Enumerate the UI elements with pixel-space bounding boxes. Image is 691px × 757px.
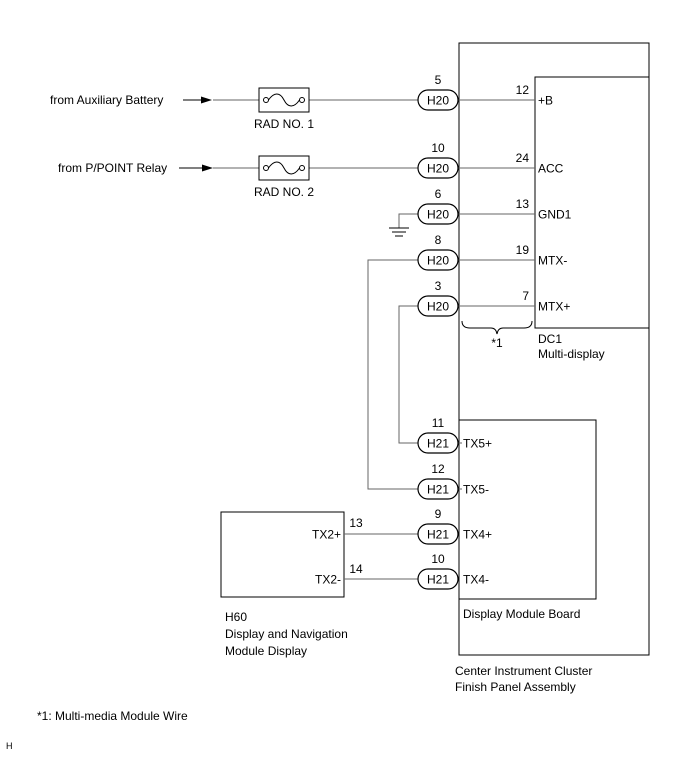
pin-number: 12 (516, 83, 530, 97)
connector-h20-pin8 (417, 249, 459, 271)
connector-h21-pin9 (417, 523, 459, 545)
fuse-rad2-label: RAD NO. 2 (254, 185, 314, 199)
pin-number: 10 (431, 552, 445, 566)
h21-label: H21 (427, 437, 449, 451)
h20-label: H20 (427, 254, 449, 268)
brace-label: *1 (491, 336, 503, 350)
h21-label: H21 (427, 483, 449, 497)
pin-number: 14 (349, 562, 363, 576)
pin-number: 19 (516, 243, 530, 257)
pin-number: 12 (431, 462, 445, 476)
h60-terminal-tx2m: TX2- (315, 573, 341, 587)
pin-number: 10 (431, 141, 445, 155)
connector-h21-pin10 (417, 568, 459, 590)
h20-label: H20 (427, 94, 449, 108)
multimedia-wire-brace (461, 320, 533, 335)
dc1-terminal-mtx-plus: MTX+ (538, 300, 570, 314)
source-aux-battery: from Auxiliary Battery (50, 93, 163, 107)
footnote: *1: Multi-media Module Wire (37, 709, 188, 723)
h60-name-line1: Display and Navigation (225, 627, 348, 641)
connector-h20-pin6 (417, 203, 459, 225)
h21-label: H21 (427, 528, 449, 542)
pin-number: 5 (435, 73, 442, 87)
pin-number: 3 (435, 279, 442, 293)
display-module-board-name: Display Module Board (463, 607, 580, 621)
pin-number: 8 (435, 233, 442, 247)
fuse-rad2-icon (258, 155, 310, 181)
pin-number: 24 (516, 151, 530, 165)
dc1-terminal-gnd1: GND1 (538, 208, 572, 222)
connector-h21-pin12 (417, 478, 459, 500)
display-module-board-box (458, 419, 597, 600)
ppoint-arrow-head (202, 164, 213, 172)
connector-h20-pin3 (417, 295, 459, 317)
dc1-terminal-acc: ACC (538, 162, 564, 176)
dc1-terminal-mtx-minus: MTX- (538, 254, 567, 268)
board-terminal-tx5p: TX5+ (463, 437, 492, 451)
pin-number: 13 (349, 516, 363, 530)
connector-h20-pin5 (417, 89, 459, 111)
h20-label: H20 (427, 208, 449, 222)
h60-code: H60 (225, 610, 247, 624)
h20-label: H20 (427, 300, 449, 314)
h20-label: H20 (427, 162, 449, 176)
h60-box (220, 511, 345, 598)
assembly-name-line1: Center Instrument Cluster (455, 664, 592, 678)
connector-h20-pin10 (417, 157, 459, 179)
wire-ground (398, 213, 418, 228)
connector-h21-pin11 (417, 432, 459, 454)
pin-number: 13 (516, 197, 530, 211)
source-ppoint-relay: from P/POINT Relay (58, 161, 167, 175)
dc1-code: DC1 (538, 332, 562, 346)
wire-mtx-plus-to-tx5-plus (398, 305, 418, 444)
ground-icon (389, 227, 409, 237)
fuse-rad1-label: RAD NO. 1 (254, 117, 314, 131)
aux-battery-arrow-head (201, 96, 212, 104)
pin-number: 9 (435, 507, 442, 521)
board-terminal-tx4p: TX4+ (463, 528, 492, 542)
dc1-terminal-b: +B (538, 94, 553, 108)
fuse-rad1-icon (258, 87, 310, 113)
pin-number: 7 (522, 289, 529, 303)
board-terminal-tx4m: TX4- (463, 573, 489, 587)
wire-mtx-minus-to-tx5-minus (367, 259, 418, 490)
pin-number: 11 (432, 416, 445, 430)
assembly-name-line2: Finish Panel Assembly (455, 680, 576, 694)
h60-terminal-tx2p: TX2+ (312, 528, 341, 542)
corner-mark: H (6, 741, 13, 751)
dc1-name: Multi-display (538, 347, 605, 361)
pin-number: 6 (435, 187, 442, 201)
dc1-box (534, 76, 650, 329)
h60-name-line2: Module Display (225, 644, 307, 658)
board-terminal-tx5m: TX5- (463, 483, 489, 497)
h21-label: H21 (427, 573, 449, 587)
